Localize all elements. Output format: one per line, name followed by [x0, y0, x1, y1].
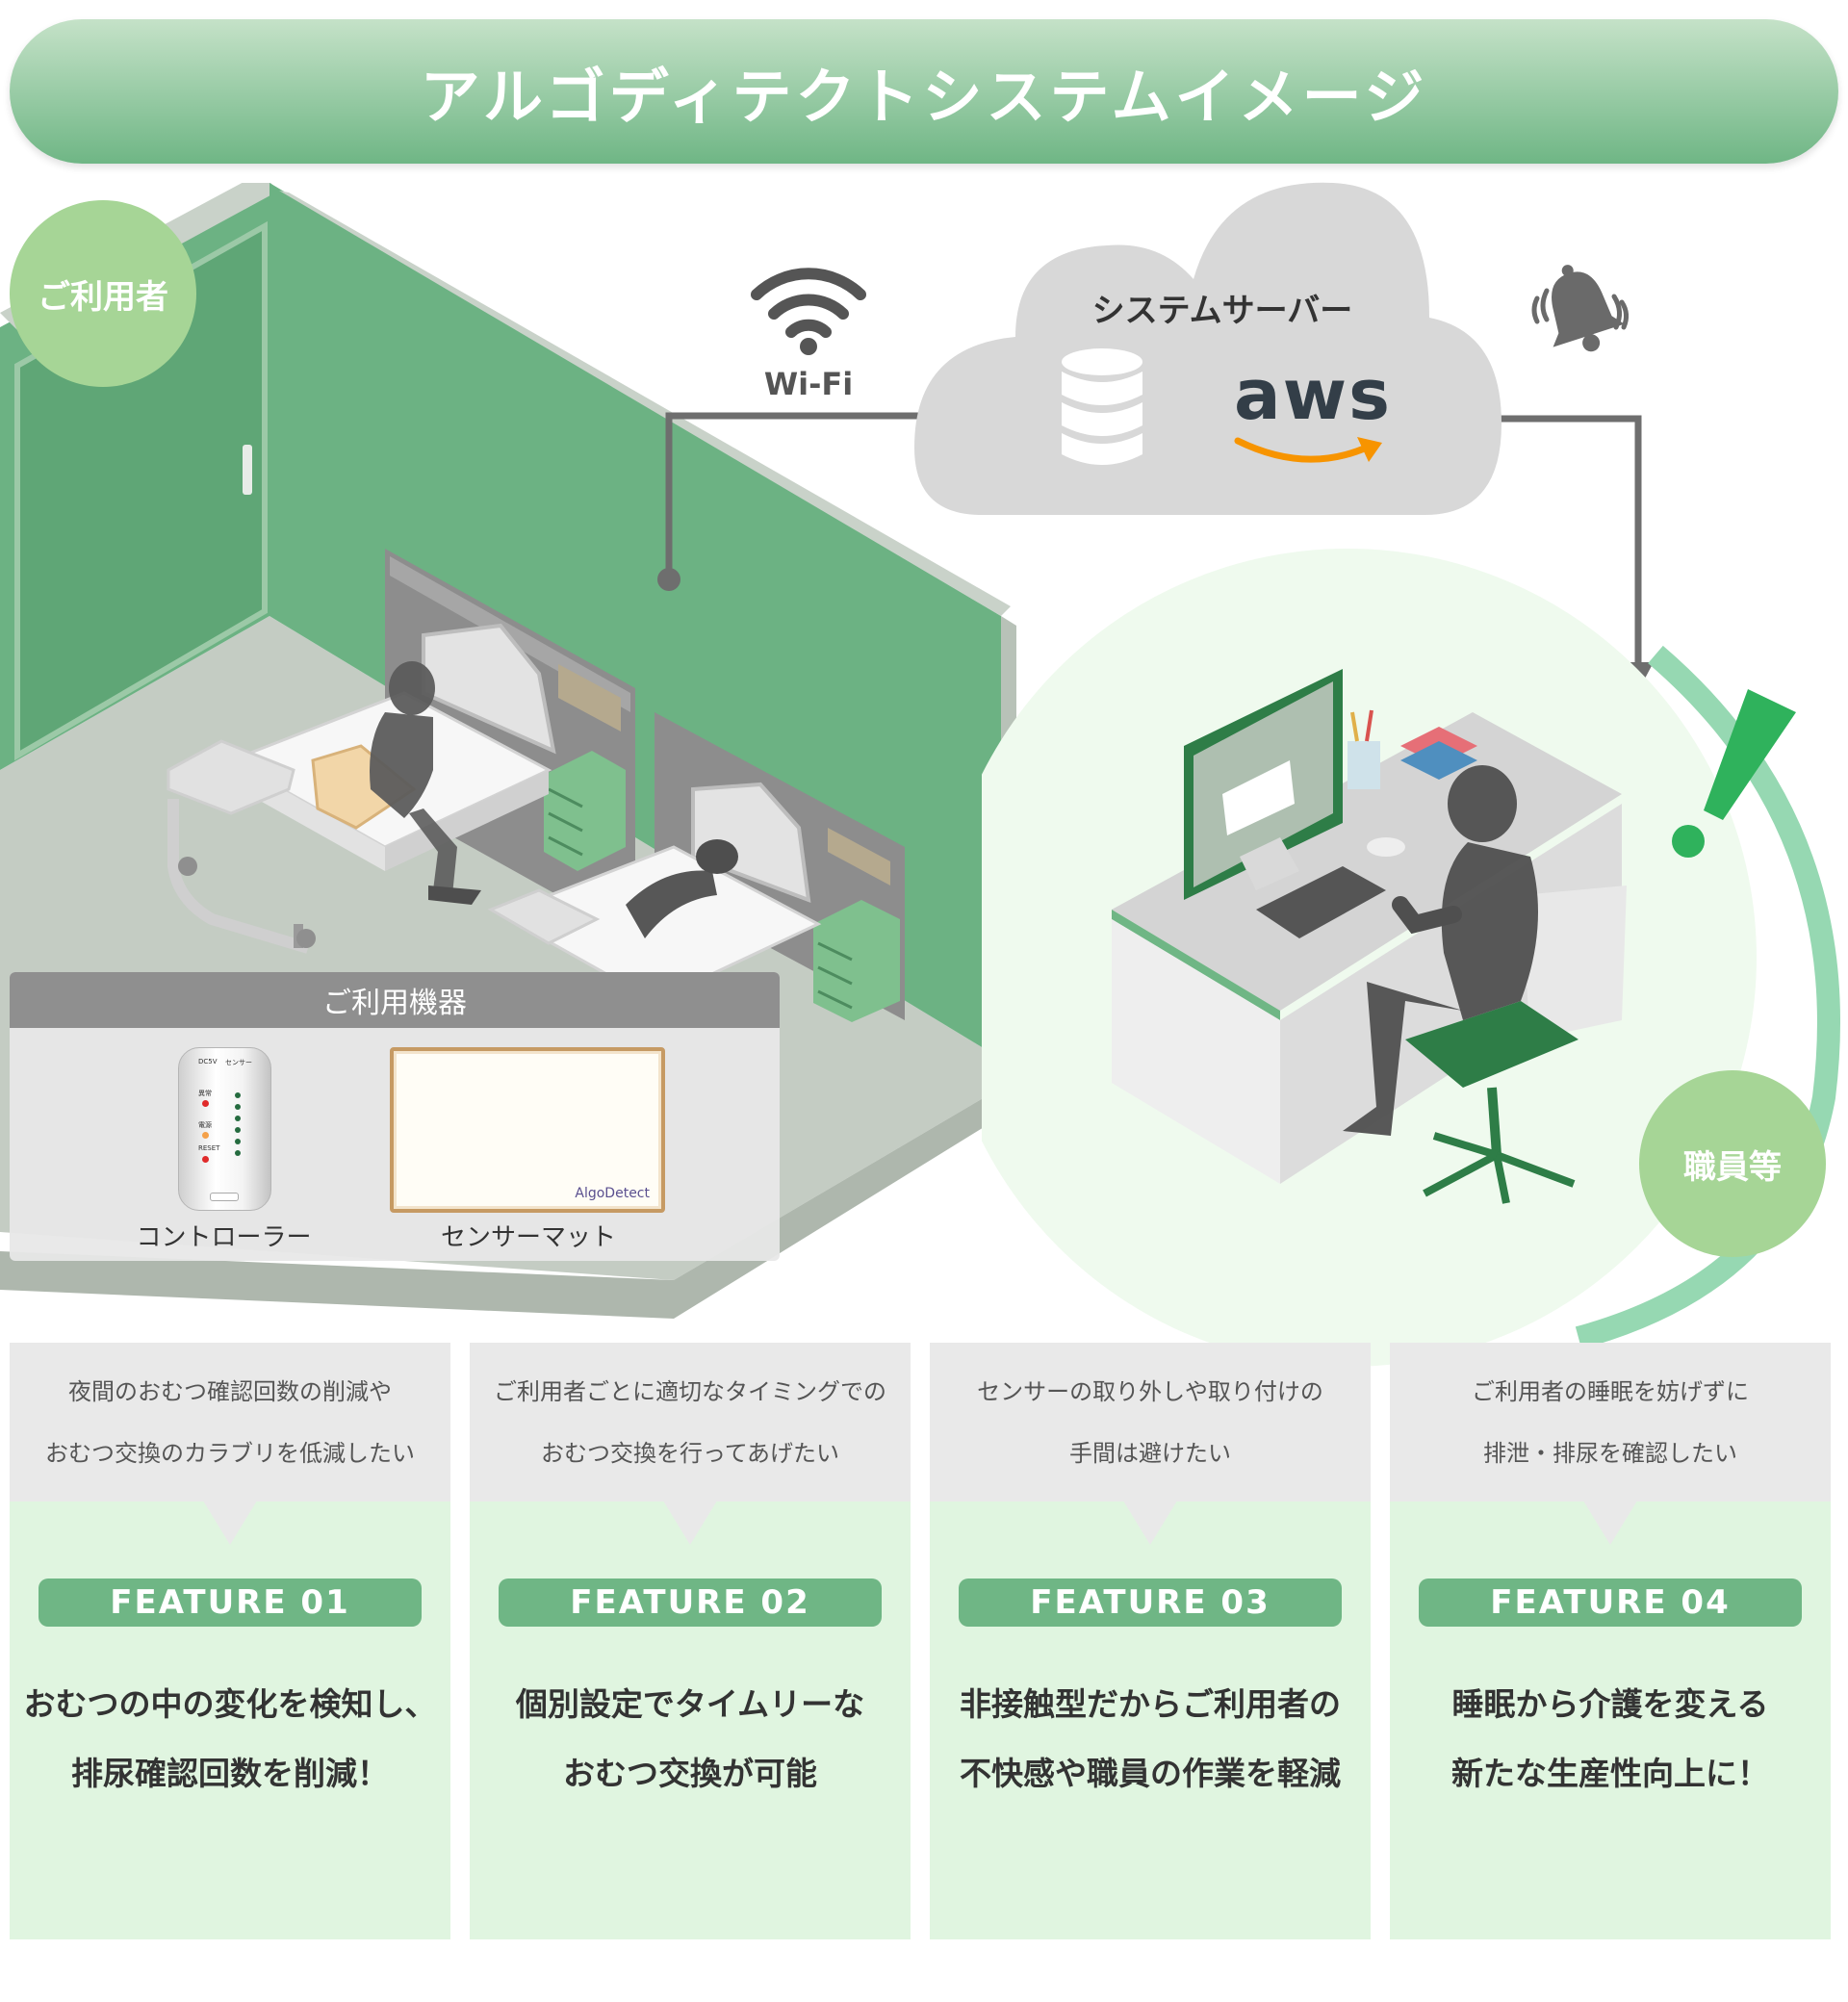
controller-text-dc5v: DC5V — [198, 1058, 218, 1065]
feature-02-label: FEATURE 02 — [499, 1578, 882, 1627]
controller-power-led — [202, 1132, 209, 1139]
feature-01-desc-line-2: 排尿確認回数を削減！ — [71, 1755, 389, 1792]
database-icon — [1062, 348, 1142, 465]
feature-card-04: ご利用者の睡眠を妨げずに 排泄・排尿を確認したい FEATURE 04 睡眠から… — [1390, 1343, 1831, 1939]
controller-reset-button — [202, 1156, 209, 1163]
feature-04-desc-line-1: 睡眠から介護を変える — [1451, 1685, 1769, 1723]
controller-slot — [210, 1193, 239, 1201]
feature-card-03: センサーの取り外しや取り付けの 手間は避けたい FEATURE 03 非接触型だ… — [930, 1343, 1371, 1939]
user-badge: ご利用者 — [10, 200, 196, 387]
aws-logo: aws — [1234, 354, 1392, 435]
exclamation-icon — [1672, 689, 1796, 858]
feature-01-problem: 夜間のおむつ確認回数の削減や おむつ交換のカラブリを低減したい — [10, 1343, 450, 1502]
staff-badge-label: 職員等 — [1683, 1147, 1782, 1187]
sensor-mat: AlgoDetect — [390, 1047, 665, 1213]
bedside-cabinet-2 — [813, 900, 900, 1022]
user-badge-label: ご利用者 — [38, 277, 168, 317]
aws-smile-icon — [1234, 437, 1382, 463]
staff-office-illustration — [982, 549, 1840, 1367]
keyboard — [1256, 866, 1386, 938]
feature-02-problem-line-1: ご利用者ごとに適切なタイミングでの — [494, 1377, 886, 1405]
equipment-header: ご利用機器 — [10, 972, 780, 1028]
feature-03-problem: センサーの取り外しや取り付けの 手間は避けたい — [930, 1343, 1371, 1502]
wifi-label: Wi-Fi — [763, 366, 854, 402]
sensor-mat-label: センサーマット — [440, 1223, 616, 1252]
feature-03-description: 非接触型だからご利用者の 不快感や職員の作業を軽減 — [930, 1670, 1371, 1809]
feature-03-problem-line-2: 手間は避けたい — [1069, 1439, 1231, 1467]
equipment-panel: ご利用機器 DC5V センサー 異常 電源 RESET コントローラー Algo… — [10, 972, 780, 1261]
feature-01-desc-line-1: おむつの中の変化を検知し、 — [23, 1685, 437, 1723]
feature-01-description: おむつの中の変化を検知し、 排尿確認回数を削減！ — [10, 1670, 450, 1809]
feature-02-description: 個別設定でタイムリーな おむつ交換が可能 — [470, 1670, 911, 1809]
feature-01-problem-line-2: おむつ交換のカラブリを低減したい — [45, 1439, 415, 1467]
feature-04-problem-line-2: 排泄・排尿を確認したい — [1483, 1439, 1737, 1467]
feature-03-desc-line-2: 不快感や職員の作業を軽減 — [960, 1755, 1341, 1792]
controller-text-sensor: センサー — [225, 1059, 252, 1066]
equipment-title: ご利用機器 — [322, 987, 467, 1020]
staff-badge: 職員等 — [1639, 1070, 1826, 1257]
feature-02-problem: ご利用者ごとに適切なタイミングでの おむつ交換を行ってあげたい — [470, 1343, 911, 1502]
wifi-icon — [751, 268, 866, 355]
feature-04-problem: ご利用者の睡眠を妨げずに 排泄・排尿を確認したい — [1390, 1343, 1831, 1502]
feature-card-01: 夜間のおむつ確認回数の削減や おむつ交換のカラブリを低減したい FEATURE … — [10, 1343, 450, 1939]
feature-card-02: ご利用者ごとに適切なタイミングでの おむつ交換を行ってあげたい FEATURE … — [470, 1343, 911, 1939]
page-title: アルゴディテクトシステムイメージ — [420, 62, 1428, 132]
bell-icon — [1531, 265, 1630, 352]
feature-04-description: 睡眠から介護を変える 新たな生産性向上に！ — [1390, 1670, 1831, 1809]
feature-02-desc-line-1: 個別設定でタイムリーな — [515, 1685, 865, 1723]
feature-04-desc-line-2: 新たな生産性向上に！ — [1451, 1755, 1769, 1792]
feature-03-label: FEATURE 03 — [959, 1578, 1342, 1627]
mat-brand-logo: AlgoDetect — [575, 1186, 650, 1201]
feature-01-label: FEATURE 01 — [38, 1578, 422, 1627]
feature-04-problem-line-1: ご利用者の睡眠を妨げずに — [1472, 1377, 1749, 1405]
cloud-server — [914, 182, 1502, 515]
controller-text-reset: RESET — [198, 1144, 220, 1152]
office-chair — [1405, 1001, 1578, 1088]
feature-01-problem-line-1: 夜間のおむつ確認回数の削減や — [68, 1377, 392, 1405]
controller-text-error: 異常 — [198, 1090, 212, 1097]
sensor-mat-on-bed — [311, 744, 417, 830]
title-banner: アルゴディテクトシステムイメージ — [10, 19, 1838, 164]
feature-03-desc-line-1: 非接触型だからご利用者の — [960, 1685, 1341, 1723]
feature-04-label: FEATURE 04 — [1419, 1578, 1802, 1627]
controller-text-power: 電源 — [198, 1121, 212, 1129]
feature-02-problem-line-2: おむつ交換を行ってあげたい — [540, 1439, 840, 1467]
controller-level-leds — [235, 1092, 241, 1098]
controller-device: DC5V センサー 異常 電源 RESET — [178, 1047, 271, 1211]
feature-03-problem-line-1: センサーの取り外しや取り付けの — [977, 1377, 1323, 1405]
bedside-cabinet — [544, 751, 626, 871]
controller-error-led — [202, 1100, 209, 1107]
feature-02-desc-line-2: おむつ交換が可能 — [563, 1755, 817, 1792]
server-label: システムサーバー — [1091, 292, 1353, 330]
controller-label: コントローラー — [136, 1223, 312, 1252]
